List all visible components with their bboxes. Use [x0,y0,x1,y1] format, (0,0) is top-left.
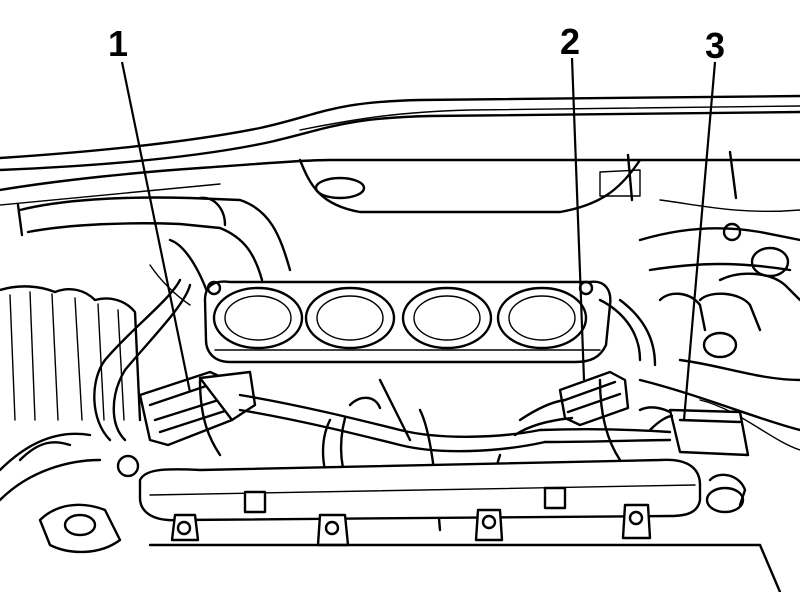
right-components [598,222,800,451]
injector-1 [170,513,200,542]
connector-3 [638,406,750,457]
connector-2 [513,370,630,437]
callout-leaders [120,57,717,421]
callout-2: 2 [560,21,580,62]
injectors [170,503,652,547]
intake-manifold [203,280,612,364]
callout-labels: 1 2 3 [108,21,725,66]
intake-port-2 [304,286,396,350]
callout-3: 3 [705,25,725,66]
connector-1 [116,370,257,478]
intake-port-4 [496,286,588,350]
upper-panel [0,94,800,214]
intake-port-1 [212,286,304,350]
harness-left [0,278,192,502]
injector-3 [474,508,504,542]
fuel-rail [138,458,702,522]
intake-port-3 [401,286,493,350]
engine-block-bottom [18,378,782,592]
leader-3 [682,61,717,421]
leader-1 [120,61,192,393]
leader-2 [570,57,586,381]
left-bellows [0,285,142,422]
callout-1: 1 [108,23,128,64]
injector-4 [621,503,652,540]
injector-2 [316,513,350,547]
